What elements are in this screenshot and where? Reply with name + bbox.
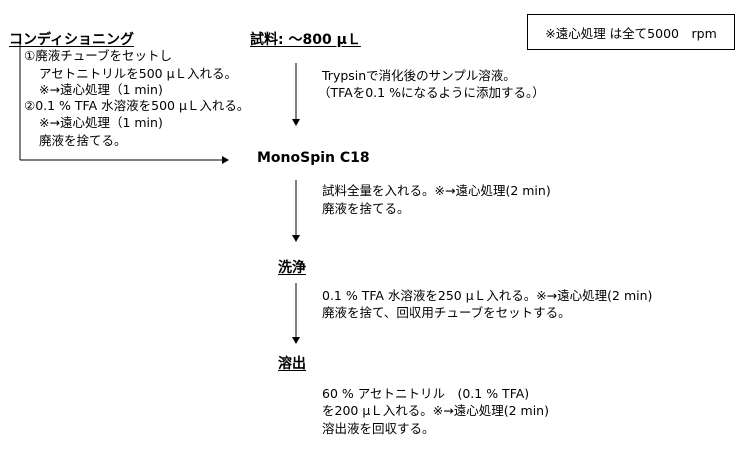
column-discard-step: 廃液を捨てる。 xyxy=(322,201,410,216)
conditioning-title: コンディショニング xyxy=(9,32,135,48)
sample-title: 試料: ～800 μＬ xyxy=(250,32,361,48)
conditioning-step-2-centrifuge: ※→遠心処理（1 min) xyxy=(39,115,163,130)
centrifuge-note: ※遠心処理 は全て5000 rpm xyxy=(545,25,717,41)
elution-step-2: を200 μＬ入れる。※→遠心処理(2 min) xyxy=(322,403,549,418)
conditioning-step-1-detail: アセトニトリルを500 μＬ入れる。 xyxy=(39,66,238,81)
sample-tfa-note: （TFAを0.1 %になるように添加する。） xyxy=(318,85,545,100)
elution-step-1: 60 % アセトニトリル (0.1 % TFA) xyxy=(322,386,530,401)
conditioning-step-2-discard: 廃液を捨てる。 xyxy=(39,133,127,148)
conditioning-step-2: ②0.1 % TFA 水溶液を500 μＬ入れる。 xyxy=(24,98,250,113)
wash-step-2: 廃液を捨て、回収用チューブをセットする。 xyxy=(322,305,571,320)
wash-title: 洗浄 xyxy=(278,260,306,276)
centrifuge-note-box: ※遠心処理 は全て5000 rpm xyxy=(527,14,735,50)
elution-title: 溶出 xyxy=(278,356,306,372)
elution-step-3: 溶出液を回収する。 xyxy=(322,421,435,436)
column-title: MonoSpin C18 xyxy=(257,150,370,166)
wash-step-1: 0.1 % TFA 水溶液を250 μＬ入れる。※→遠心処理(2 min) xyxy=(322,288,653,303)
column-load-step: 試料全量を入れる。※→遠心処理(2 min) xyxy=(322,183,551,198)
sample-description: Trypsinで消化後のサンプル溶液。 xyxy=(322,68,516,83)
conditioning-step-1: ①廃液チューブをセットし xyxy=(24,48,172,63)
conditioning-step-1-centrifuge: ※→遠心処理（1 min) xyxy=(39,82,163,97)
